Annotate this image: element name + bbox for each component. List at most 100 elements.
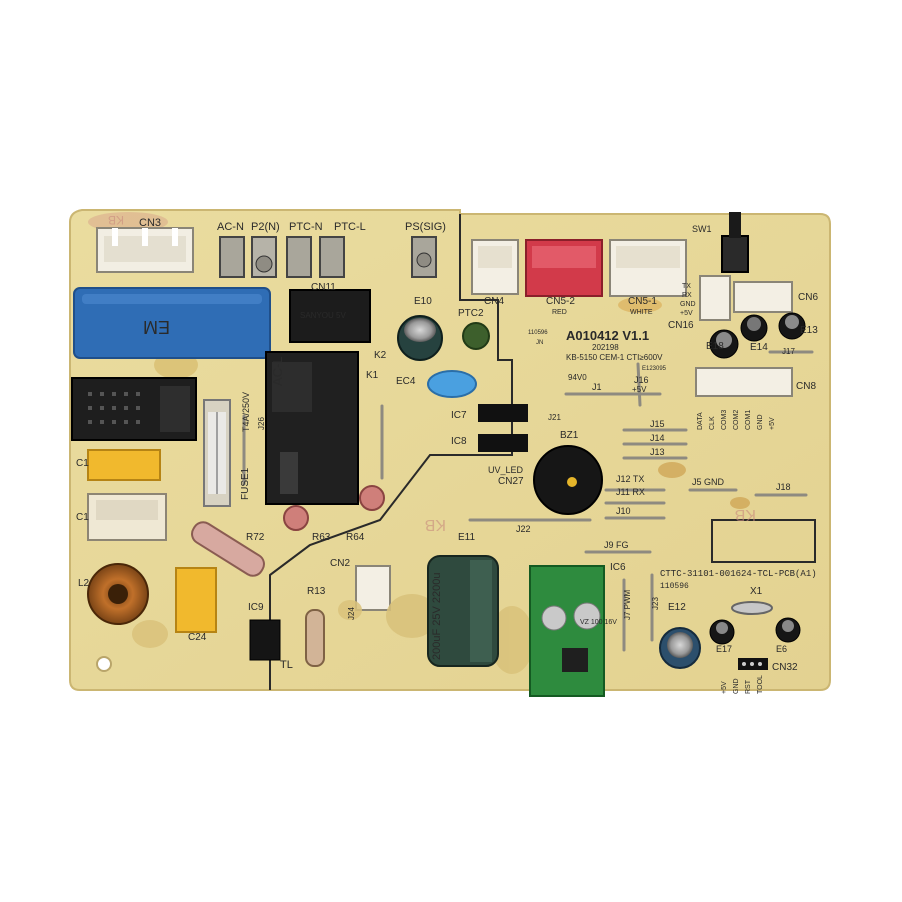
- header-cn16: [699, 275, 731, 321]
- label-cn32: CN32: [772, 662, 798, 673]
- label-fuse-rating: T4A/250V: [241, 392, 251, 432]
- cn8-pin: COM1: [745, 410, 752, 430]
- label-j21: J21: [548, 413, 561, 422]
- board-lot: 110596: [528, 330, 548, 336]
- ic9: [249, 619, 281, 661]
- label-k2: K2: [374, 350, 387, 361]
- label-j1: J1: [592, 382, 602, 392]
- label-ec4: EC4: [396, 376, 416, 387]
- resistor-r13: [305, 609, 325, 667]
- capacitor-e12: [659, 627, 701, 669]
- label-cn8: CN8: [796, 381, 816, 392]
- label-cn11: CN11: [311, 282, 336, 293]
- label-plus5v: +5V: [632, 385, 647, 394]
- switch-sw1: [721, 212, 749, 273]
- label-x1: X1: [750, 586, 763, 597]
- header-cn6: [733, 281, 793, 313]
- label-e12: E12: [668, 602, 686, 613]
- capacitor-e11-text: 200uF 25V 2200u: [431, 573, 443, 660]
- kb-mark: KB: [425, 516, 446, 533]
- label-e18: E18: [706, 341, 724, 352]
- label-e13: E13: [800, 325, 818, 336]
- label-red: RED: [552, 309, 567, 316]
- fuse: [203, 399, 231, 507]
- header-cn2: [355, 565, 391, 611]
- cn8-pin: CLK: [709, 416, 716, 430]
- label-e14: E14: [750, 342, 768, 353]
- cn8-pin: COM3: [721, 410, 728, 430]
- label-k1: K1: [366, 370, 379, 381]
- capacitor-c24: [175, 567, 217, 633]
- label-j24: J24: [347, 607, 356, 620]
- svg-text:EM: EM: [143, 317, 170, 337]
- cn8-pin: DATA: [697, 412, 704, 430]
- label-ps-sig: PS(SIG): [405, 221, 446, 233]
- label-fuse1: FUSE1: [240, 467, 251, 500]
- board-jn: JN: [536, 340, 543, 346]
- label-j15: J15: [650, 419, 665, 429]
- label-cn5-2: CN5-2: [546, 296, 575, 307]
- cn16-pin: GND: [680, 301, 696, 308]
- mounting-hole: [96, 656, 112, 672]
- cn8-pin: GND: [757, 414, 764, 430]
- board-date: 202198: [592, 343, 619, 352]
- kb-marks: KB KB KB: [108, 213, 756, 533]
- label-r63: R63: [312, 532, 331, 543]
- label-uv-led: UV_LED: [488, 465, 524, 475]
- capacitor-ec4: [427, 370, 477, 398]
- label-bz1: BZ1: [560, 430, 579, 441]
- ptc2: [462, 322, 490, 350]
- cn16-pin: TX: [682, 283, 691, 290]
- inductor-l2: [87, 563, 149, 625]
- optocouplers: [478, 404, 528, 452]
- label-ic8: IC8: [451, 436, 467, 447]
- board-model: A010412 V1.1: [566, 328, 649, 343]
- label-cn3: CN3: [139, 217, 161, 229]
- cn32-pin: GND: [733, 678, 740, 694]
- silkscreen-lines: [269, 214, 816, 690]
- label-cn5-1: CN5-1: [628, 296, 657, 307]
- label-ac-n: AC-N: [217, 221, 244, 233]
- header-cn32: [738, 658, 768, 670]
- label-j14: J14: [650, 433, 665, 443]
- label-c1: C1: [76, 458, 89, 469]
- cn8-pin-labels: DATA CLK COM3 COM2 COM1 GND +5V: [697, 410, 776, 430]
- silkscreen-text: CN3 AC-N P2(N) PTC-N PTC-L CN11 PS(SIG) …: [76, 217, 818, 673]
- cn3-connector: [96, 227, 194, 273]
- label-cn6: CN6: [798, 292, 818, 303]
- label-e17: E17: [716, 644, 732, 654]
- small-capacitors-top-right: [709, 312, 806, 359]
- label-cn27: CN27: [498, 476, 524, 487]
- blue-x-capacitor: EM: [73, 287, 271, 359]
- label-c1-second: C1: [76, 512, 89, 523]
- cn32-pin-labels: +5V GND RST TOOL: [721, 675, 764, 694]
- cn32-pin: TOOL: [757, 675, 764, 694]
- cn8-pin: COM2: [733, 410, 740, 430]
- label-j11: J11 RX: [616, 487, 645, 497]
- board-part-number: CTTC-31101-001624-TCL-PCB(A1): [660, 569, 817, 579]
- label-ac-l: AC-L: [270, 356, 285, 386]
- label-r64: R64: [346, 532, 365, 543]
- label-ptc2: PTC2: [458, 308, 484, 319]
- label-j10: J10: [616, 506, 631, 516]
- label-l2: L2: [78, 578, 90, 589]
- label-j16: J16: [634, 375, 649, 385]
- relay-k2-text: SANYOU 5V: [300, 311, 346, 320]
- label-c24: C24: [188, 632, 207, 643]
- label-e10: E10: [414, 296, 432, 307]
- label-e6: E6: [776, 644, 787, 654]
- label-sw1: SW1: [692, 224, 712, 234]
- module-vz-text: VZ 100 16V: [580, 619, 617, 626]
- label-j26: J26: [257, 417, 266, 430]
- label-ptc-n: PTC-N: [289, 221, 323, 233]
- capacitor-e10: [397, 315, 443, 361]
- capacitors-e17-e6: [709, 617, 801, 645]
- yellow-capacitor-c1: [87, 449, 161, 481]
- label-cn4: CN4: [484, 296, 504, 307]
- header-cn8: [695, 367, 793, 397]
- label-ic6: IC6: [610, 562, 626, 573]
- buzzer-bz1: [533, 445, 603, 515]
- board-ul: 94V0: [568, 373, 587, 382]
- label-j7: J7 PWM: [623, 589, 632, 620]
- cn32-pin: +5V: [721, 681, 728, 694]
